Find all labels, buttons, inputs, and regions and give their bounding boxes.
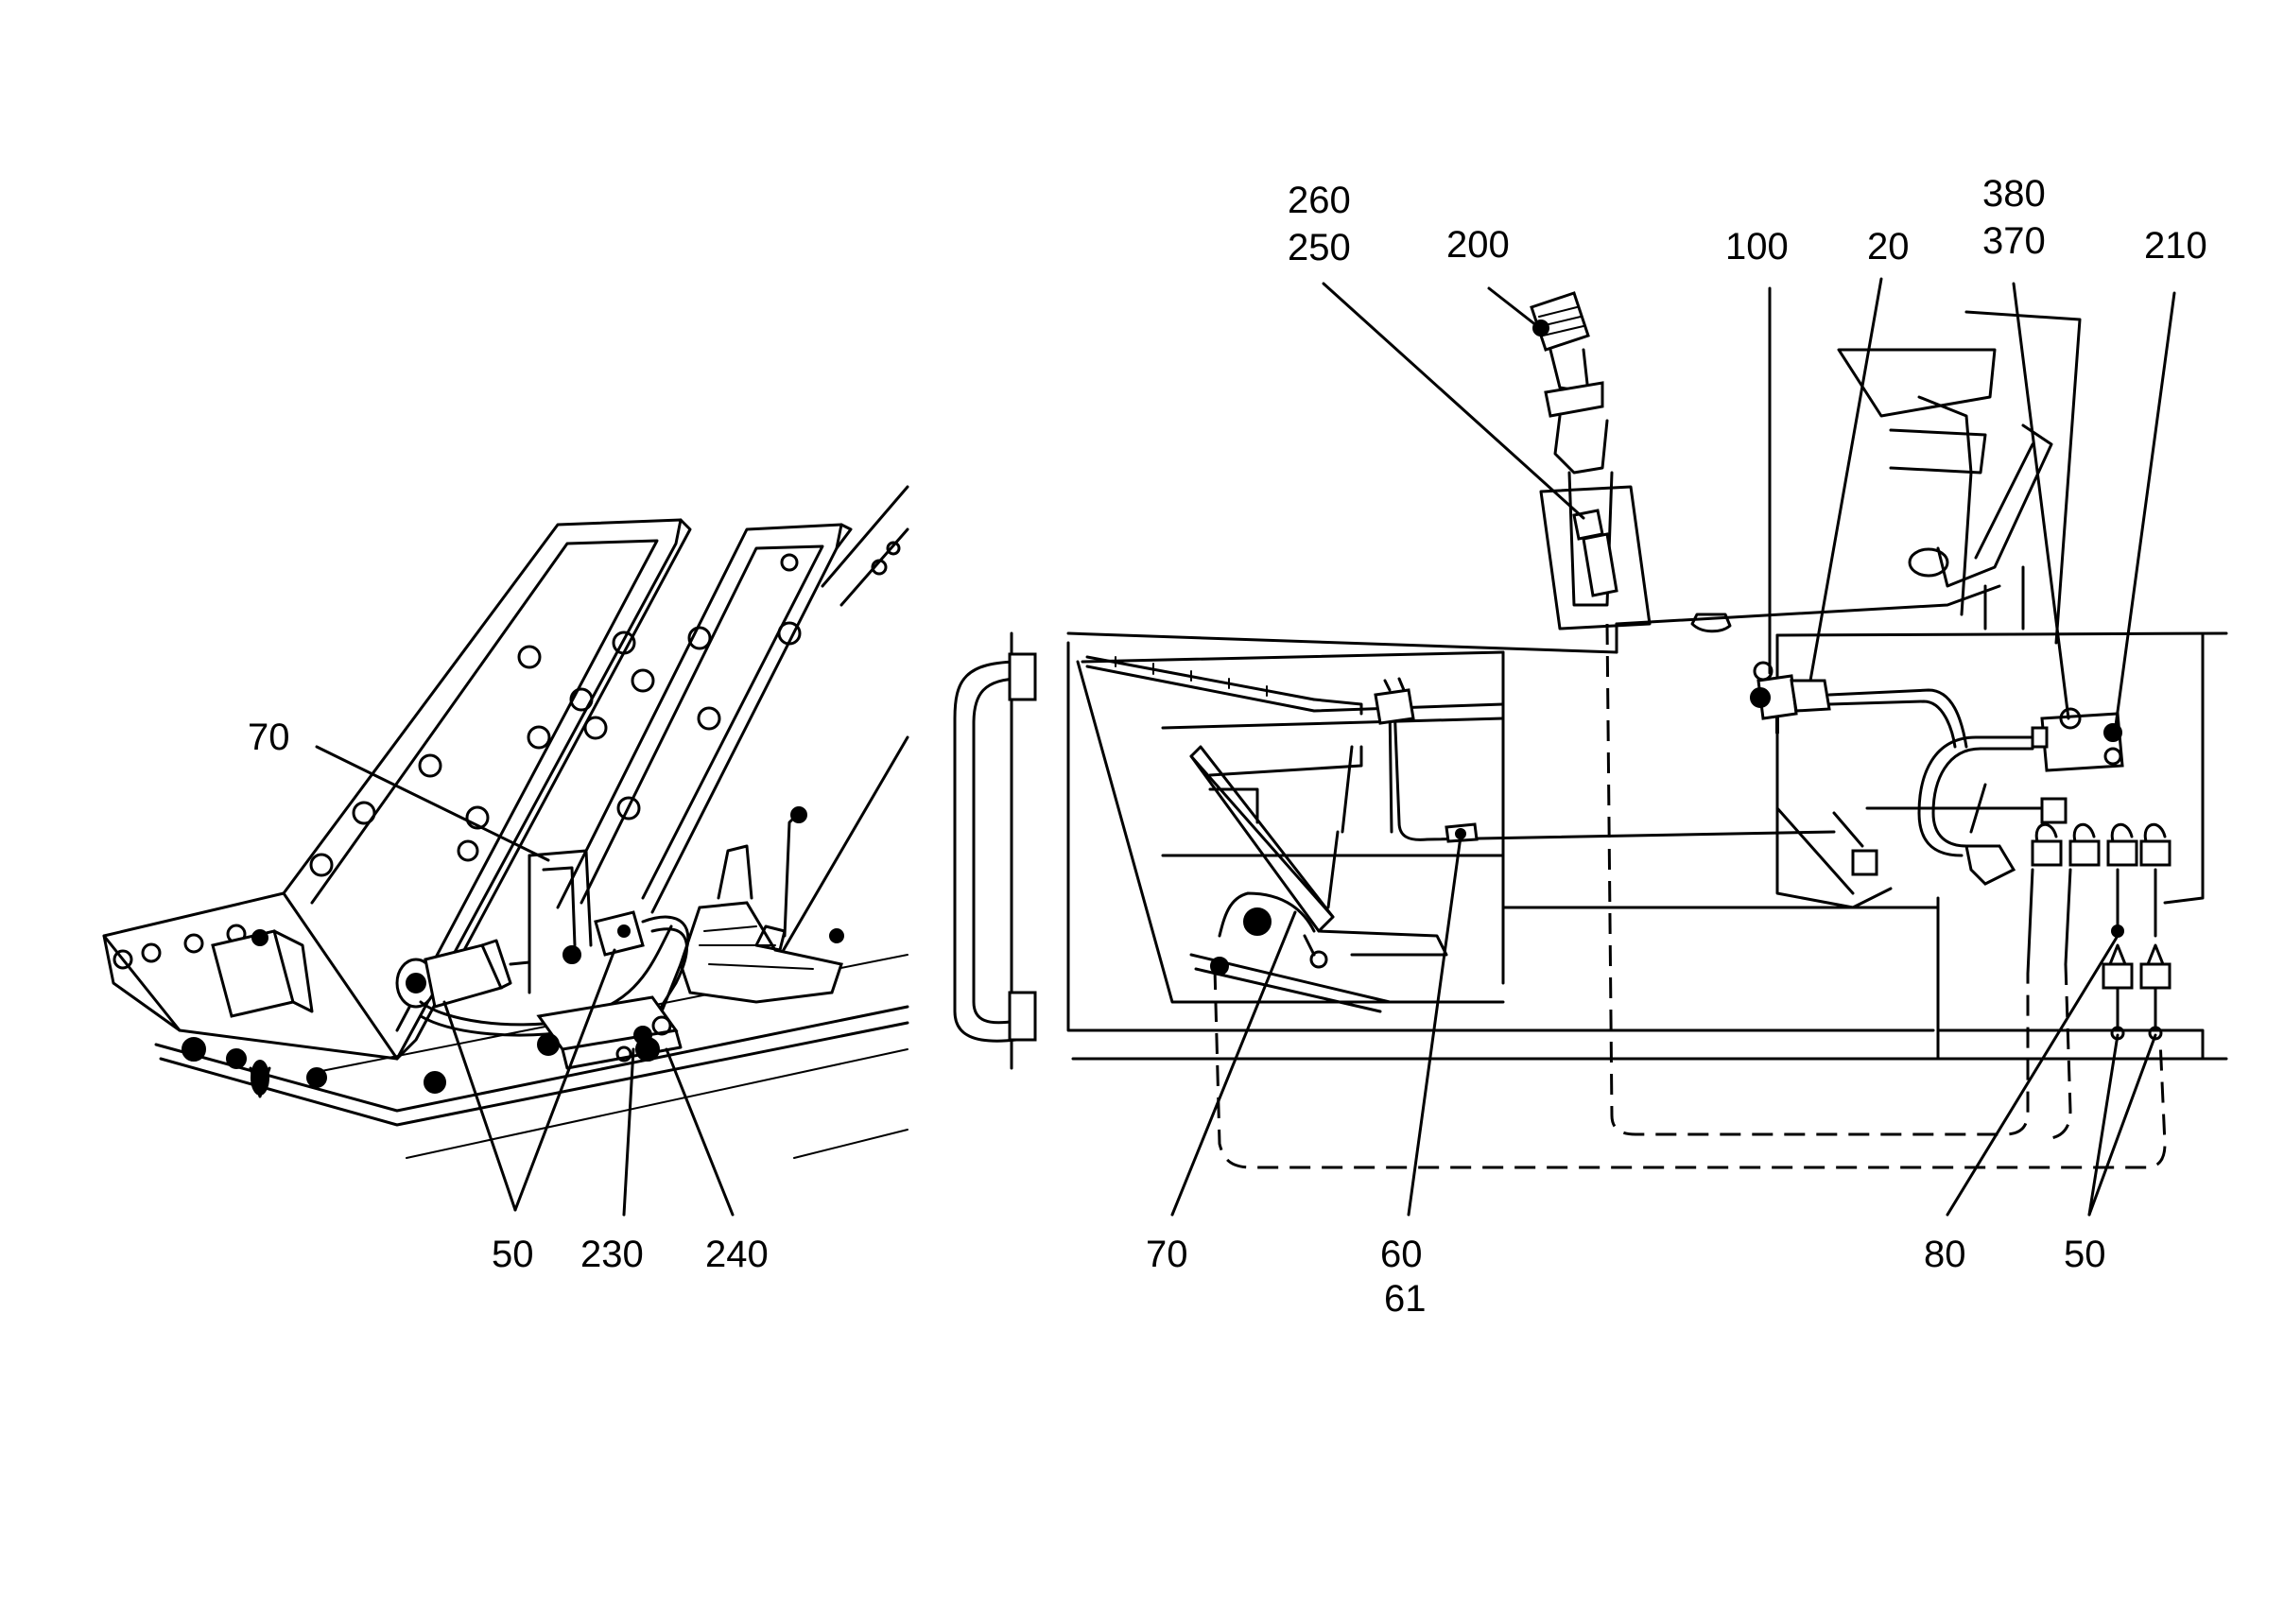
cab-floor-view [953,291,2228,1169]
left-pedal [282,518,692,1061]
right-callouts: 260 250 200 100 20 380 370 210 70 60 61 … [1146,173,2207,1320]
pressure-switch [395,939,531,1009]
distributor-box [1832,783,2068,886]
left-callouts: 70 50 230 240 [248,717,769,1275]
callout-60: 60 [1380,1234,1423,1275]
right-pedal [556,523,853,914]
callout-50-left: 50 [492,1234,534,1275]
callout-100: 100 [1725,226,1789,268]
console-strip [1085,655,1505,716]
callout-70-left: 70 [248,717,290,758]
brake-switch-block [2031,707,2124,772]
callout-200: 200 [1446,224,1510,266]
rear-fittings [2026,823,2172,1041]
callout-260: 260 [1288,180,1351,221]
left-leader-lines [315,745,735,1217]
callout-210: 210 [2144,225,2207,267]
master-cylinder [679,806,844,1004]
pedal-assembly-view [102,485,909,1159]
right-leader-lines [1170,277,2176,1217]
callout-370: 370 [1982,220,2046,262]
callout-240: 240 [705,1234,769,1275]
grab-handle [953,652,1037,1043]
gear-lever [1530,291,1652,631]
callout-380: 380 [1982,173,2046,215]
valve-block [1750,661,1831,734]
callout-250: 250 [1288,227,1351,268]
callout-230: 230 [580,1234,644,1275]
callout-70-right: 70 [1146,1234,1188,1275]
callout-50-right: 50 [2064,1234,2106,1275]
callout-61: 61 [1384,1278,1427,1320]
hand-brake-lever [1189,745,1448,1013]
callout-80: 80 [1924,1234,1966,1275]
callout-20: 20 [1867,226,1910,268]
